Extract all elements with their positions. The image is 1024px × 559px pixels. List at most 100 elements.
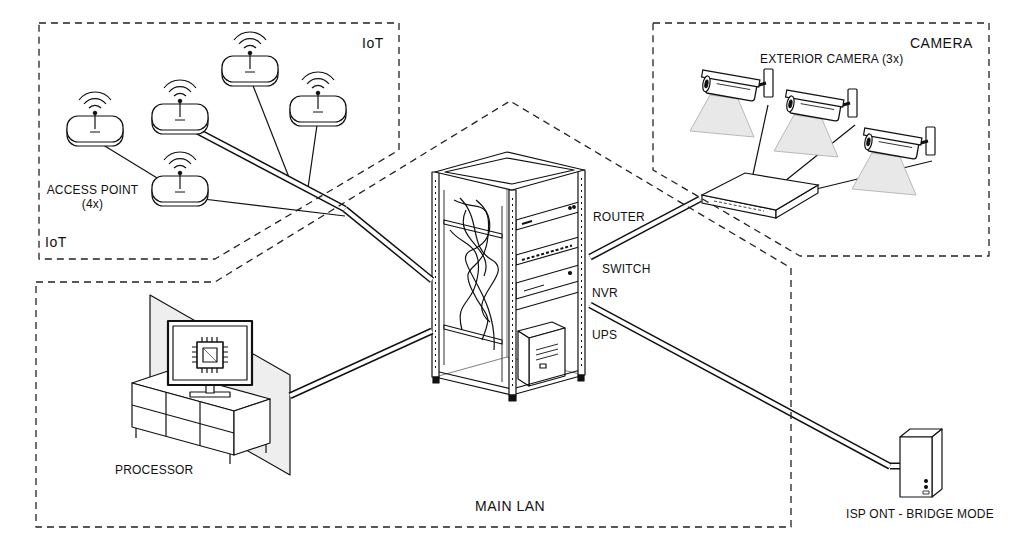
dashed-zone-outline [653, 23, 989, 256]
rack-art [433, 377, 439, 383]
camera-art [752, 105, 768, 179]
rack-art [516, 265, 579, 299]
access-point-art [290, 72, 346, 126]
rack-art [445, 158, 574, 184]
device-label: ACCESS POINT (4x) [45, 183, 140, 211]
zone-label: MAIN LAN [475, 498, 545, 514]
camera-art [714, 201, 764, 211]
processor-art [197, 342, 223, 368]
processor-art [203, 348, 217, 362]
cable-core [590, 305, 890, 466]
cable-connector [290, 331, 432, 396]
processor-art [132, 295, 290, 475]
rack-art [578, 375, 584, 381]
cable-outline [290, 331, 432, 396]
rack-art [432, 172, 439, 377]
dashed-zone-outline [39, 23, 399, 259]
rack-art [432, 152, 585, 401]
cable-connector [345, 209, 432, 280]
rack-art [573, 206, 576, 209]
rack-art [529, 328, 565, 386]
camera-art [702, 173, 818, 210]
rack-art [516, 292, 579, 310]
processor-art [203, 348, 217, 362]
access-point-art [152, 80, 208, 134]
processor-art [173, 326, 247, 380]
rack-art [435, 152, 584, 190]
rack-art [536, 354, 558, 360]
rack-art [569, 272, 572, 275]
dashed-zone-outline [36, 101, 791, 527]
rack-art [516, 202, 579, 230]
cable-core [590, 199, 700, 257]
device-label: NVR [592, 286, 618, 300]
rack-art [435, 180, 436, 370]
rack-art [536, 349, 558, 355]
rack-art [581, 178, 582, 368]
processor-art [234, 399, 270, 455]
access-point-art [308, 118, 318, 188]
rack-art [569, 207, 572, 210]
access-point-art [222, 32, 278, 86]
camera-art [774, 89, 857, 157]
rack-art [509, 190, 516, 395]
processor-art [168, 321, 252, 385]
device-label: SWITCH [602, 262, 651, 276]
processor-art [135, 428, 136, 438]
zone-label: CAMERA [910, 35, 973, 51]
isp-ont: ISP ONT - BRIDGE MODE [890, 425, 950, 500]
cable-outline [590, 305, 890, 466]
ont-art [925, 486, 928, 489]
dashed-zone-outline [38, 22, 400, 260]
device-label: ROUTER [593, 210, 645, 224]
rack-art [540, 364, 546, 368]
ont-art [890, 429, 942, 497]
ont-art [923, 491, 929, 494]
rack-art [509, 395, 516, 401]
processor-art [192, 337, 228, 373]
iot-zone: IoT IoT ACCESS POINT (4x) [38, 22, 400, 260]
processor-art [132, 383, 234, 455]
rack-art [501, 206, 502, 382]
rack-art [454, 200, 489, 340]
rack-art [518, 331, 529, 386]
device-label: PROCESSOR [115, 463, 193, 477]
camera-art [690, 69, 935, 218]
device-label: UPS [592, 328, 617, 342]
rack-art [522, 221, 532, 224]
processor-art [132, 405, 234, 433]
cable-core [345, 209, 432, 280]
rack-art [536, 344, 558, 350]
camera-group: EXTERIOR CAMERA (3x) [700, 45, 985, 215]
access-point-art [67, 92, 123, 146]
access-point-group: ACCESS POINT (4x) [45, 40, 345, 220]
ont-art [925, 480, 928, 483]
ont-art [932, 429, 942, 497]
camera-art [690, 69, 773, 137]
processor-art [165, 392, 166, 436]
processor-station: PROCESSOR [110, 295, 290, 485]
cable-connector [590, 305, 890, 466]
processor-art [265, 444, 266, 453]
rack-art [522, 246, 572, 261]
zone-label: IoT [45, 234, 67, 250]
access-point-art [152, 152, 208, 206]
rack-art [465, 200, 494, 350]
rack-art [512, 198, 513, 388]
equipment-rack: ROUTERSWITCHNVRUPS [432, 150, 590, 405]
rack-art [524, 285, 544, 291]
cable-connector [590, 199, 700, 257]
camera-art [852, 127, 935, 195]
camera-zone: CAMERAEXTERIOR CAMERA (3x) [652, 22, 990, 257]
ont-art [900, 437, 932, 497]
rack-art [578, 170, 585, 375]
processor-art [229, 454, 230, 464]
rack-art [516, 237, 579, 265]
cable-outline [590, 199, 700, 257]
cable-core [290, 331, 432, 396]
zone-label: IoT [362, 35, 384, 51]
device-label: ISP ONT - BRIDGE MODE [820, 507, 1020, 521]
processor-art [199, 402, 200, 446]
rack-art [443, 190, 444, 365]
